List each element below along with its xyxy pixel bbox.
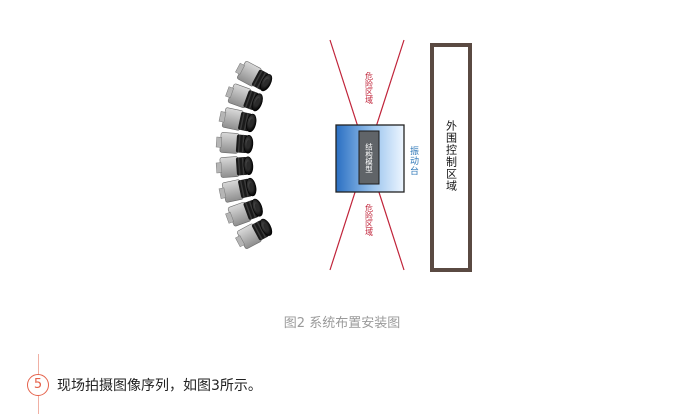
structure-model-label: 结构模型 [364,142,373,174]
camera-icon [235,218,273,249]
danger-zone-label-top: 危险区域 [365,71,374,104]
camera-icon [215,156,254,178]
control-zone [430,43,472,272]
shake-table-label: 振动台 [408,145,419,176]
danger-zone-label-bottom: 危险区域 [365,203,374,236]
figure-caption: 图2 系统布置安装图 [283,316,401,331]
system-layout-diagram: 结构模型 危险区域 危险区域 振动台 外围控制区域 [215,39,472,272]
step-number-badge: 5 [27,374,49,396]
camera-icon [218,177,257,203]
step-text: 现场拍摄图像序列，如图3所示。 [57,378,262,394]
camera-icon [235,61,273,92]
camera-icon [215,132,254,154]
camera-array [215,61,273,249]
structure-model [358,130,380,185]
camera-icon [225,198,263,227]
camera-icon [218,107,257,133]
control-zone-label: 外围控制区域 [445,120,458,192]
camera-icon [225,83,263,112]
